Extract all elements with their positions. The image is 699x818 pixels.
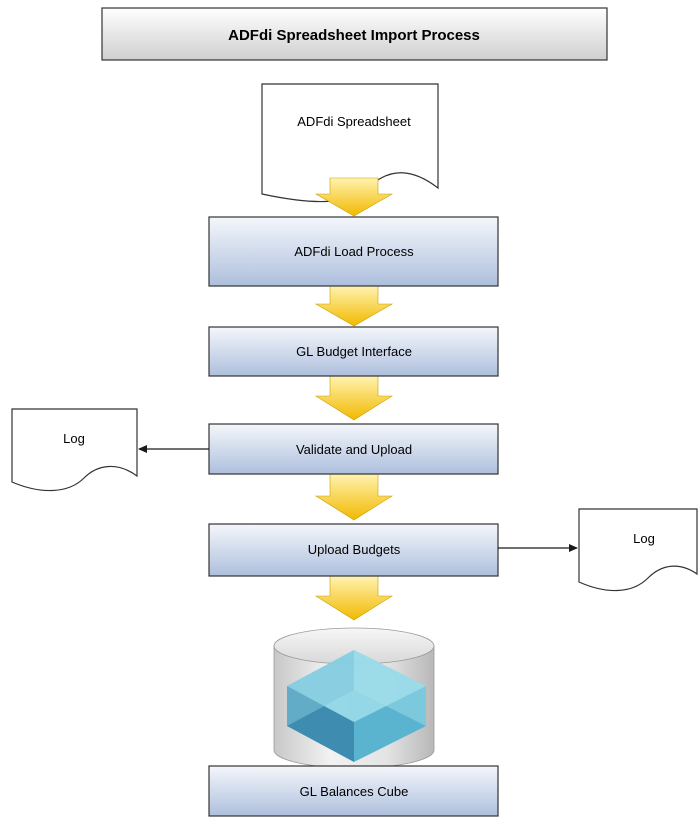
cube-icon (287, 650, 426, 762)
log-document-right: Log (578, 508, 698, 592)
step-gl-budget-interface: GL Budget Interface (208, 326, 499, 377)
flow-arrow-5 (314, 575, 394, 621)
step-load-label: ADFdi Load Process (294, 244, 414, 259)
step-interface-label: GL Budget Interface (296, 344, 412, 359)
step-gl-balances-cube: GL Balances Cube (208, 765, 499, 817)
diagram-title: ADFdi Spreadsheet Import Process (228, 27, 480, 44)
log-left-label: Log (63, 431, 85, 446)
step-upload-label: Upload Budgets (308, 542, 401, 557)
log-right-label: Log (633, 531, 655, 546)
step-cube-label: GL Balances Cube (300, 784, 409, 799)
step-adfdi-load-process: ADFdi Load Process (208, 216, 499, 287)
step-validate-label: Validate and Upload (296, 442, 412, 457)
log-document-left: Log (11, 408, 138, 492)
spreadsheet-label: ADFdi Spreadsheet (297, 114, 411, 129)
flow-arrow-2 (314, 285, 394, 327)
title-box: ADFdi Spreadsheet Import Process (101, 7, 608, 61)
step-validate-and-upload: Validate and Upload (208, 423, 499, 475)
flow-arrow-4 (314, 473, 394, 521)
step-upload-budgets: Upload Budgets (208, 523, 499, 577)
flow-arrow-3 (314, 375, 394, 421)
flow-arrow-1 (314, 177, 394, 217)
